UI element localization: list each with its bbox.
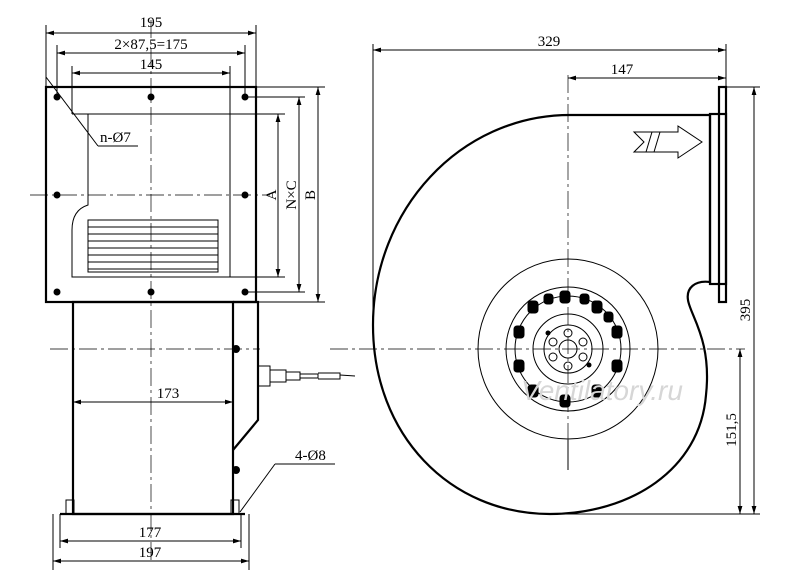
outlet-flange-plate bbox=[717, 85, 728, 304]
hub-holes bbox=[545, 328, 592, 371]
dim-axis-height: 151,5 bbox=[724, 413, 740, 447]
dim-body-width: 173 bbox=[157, 386, 180, 402]
ring-slots bbox=[513, 290, 623, 408]
dim-nxc-label: N×C bbox=[284, 180, 300, 209]
dim-a-label: A bbox=[264, 189, 280, 200]
airflow-arrow-icon bbox=[632, 125, 703, 159]
impeller-blades bbox=[87, 219, 219, 273]
dim-b-label: B bbox=[303, 190, 319, 200]
flange-holes-label: n-Ø7 bbox=[100, 130, 131, 146]
fan-housing bbox=[71, 300, 235, 516]
dim-base-inner: 177 bbox=[139, 525, 162, 541]
dim-overall-width: 195 bbox=[140, 15, 163, 31]
cable-gland bbox=[257, 365, 356, 387]
dim-outlet-offset: 147 bbox=[611, 62, 634, 78]
dim-height: 395 bbox=[738, 299, 754, 322]
base-holes-label: 4-Ø8 bbox=[295, 448, 326, 464]
watermark: Ventilatory.ru bbox=[521, 375, 683, 406]
dim-base-outer: 197 bbox=[139, 545, 162, 561]
dim-overall-length: 329 bbox=[538, 34, 561, 50]
side-view: 195 2×87,5=175 145 A N×C B n-Ø7 173 4-Ø8 bbox=[30, 15, 356, 570]
dim-opening-width: 145 bbox=[140, 57, 163, 73]
volute-housing bbox=[371, 113, 712, 516]
dim-bolt-pitch: 2×87,5=175 bbox=[114, 37, 187, 53]
front-view: 329 147 395 151,5 bbox=[330, 34, 760, 516]
mount-dot bbox=[232, 466, 240, 474]
